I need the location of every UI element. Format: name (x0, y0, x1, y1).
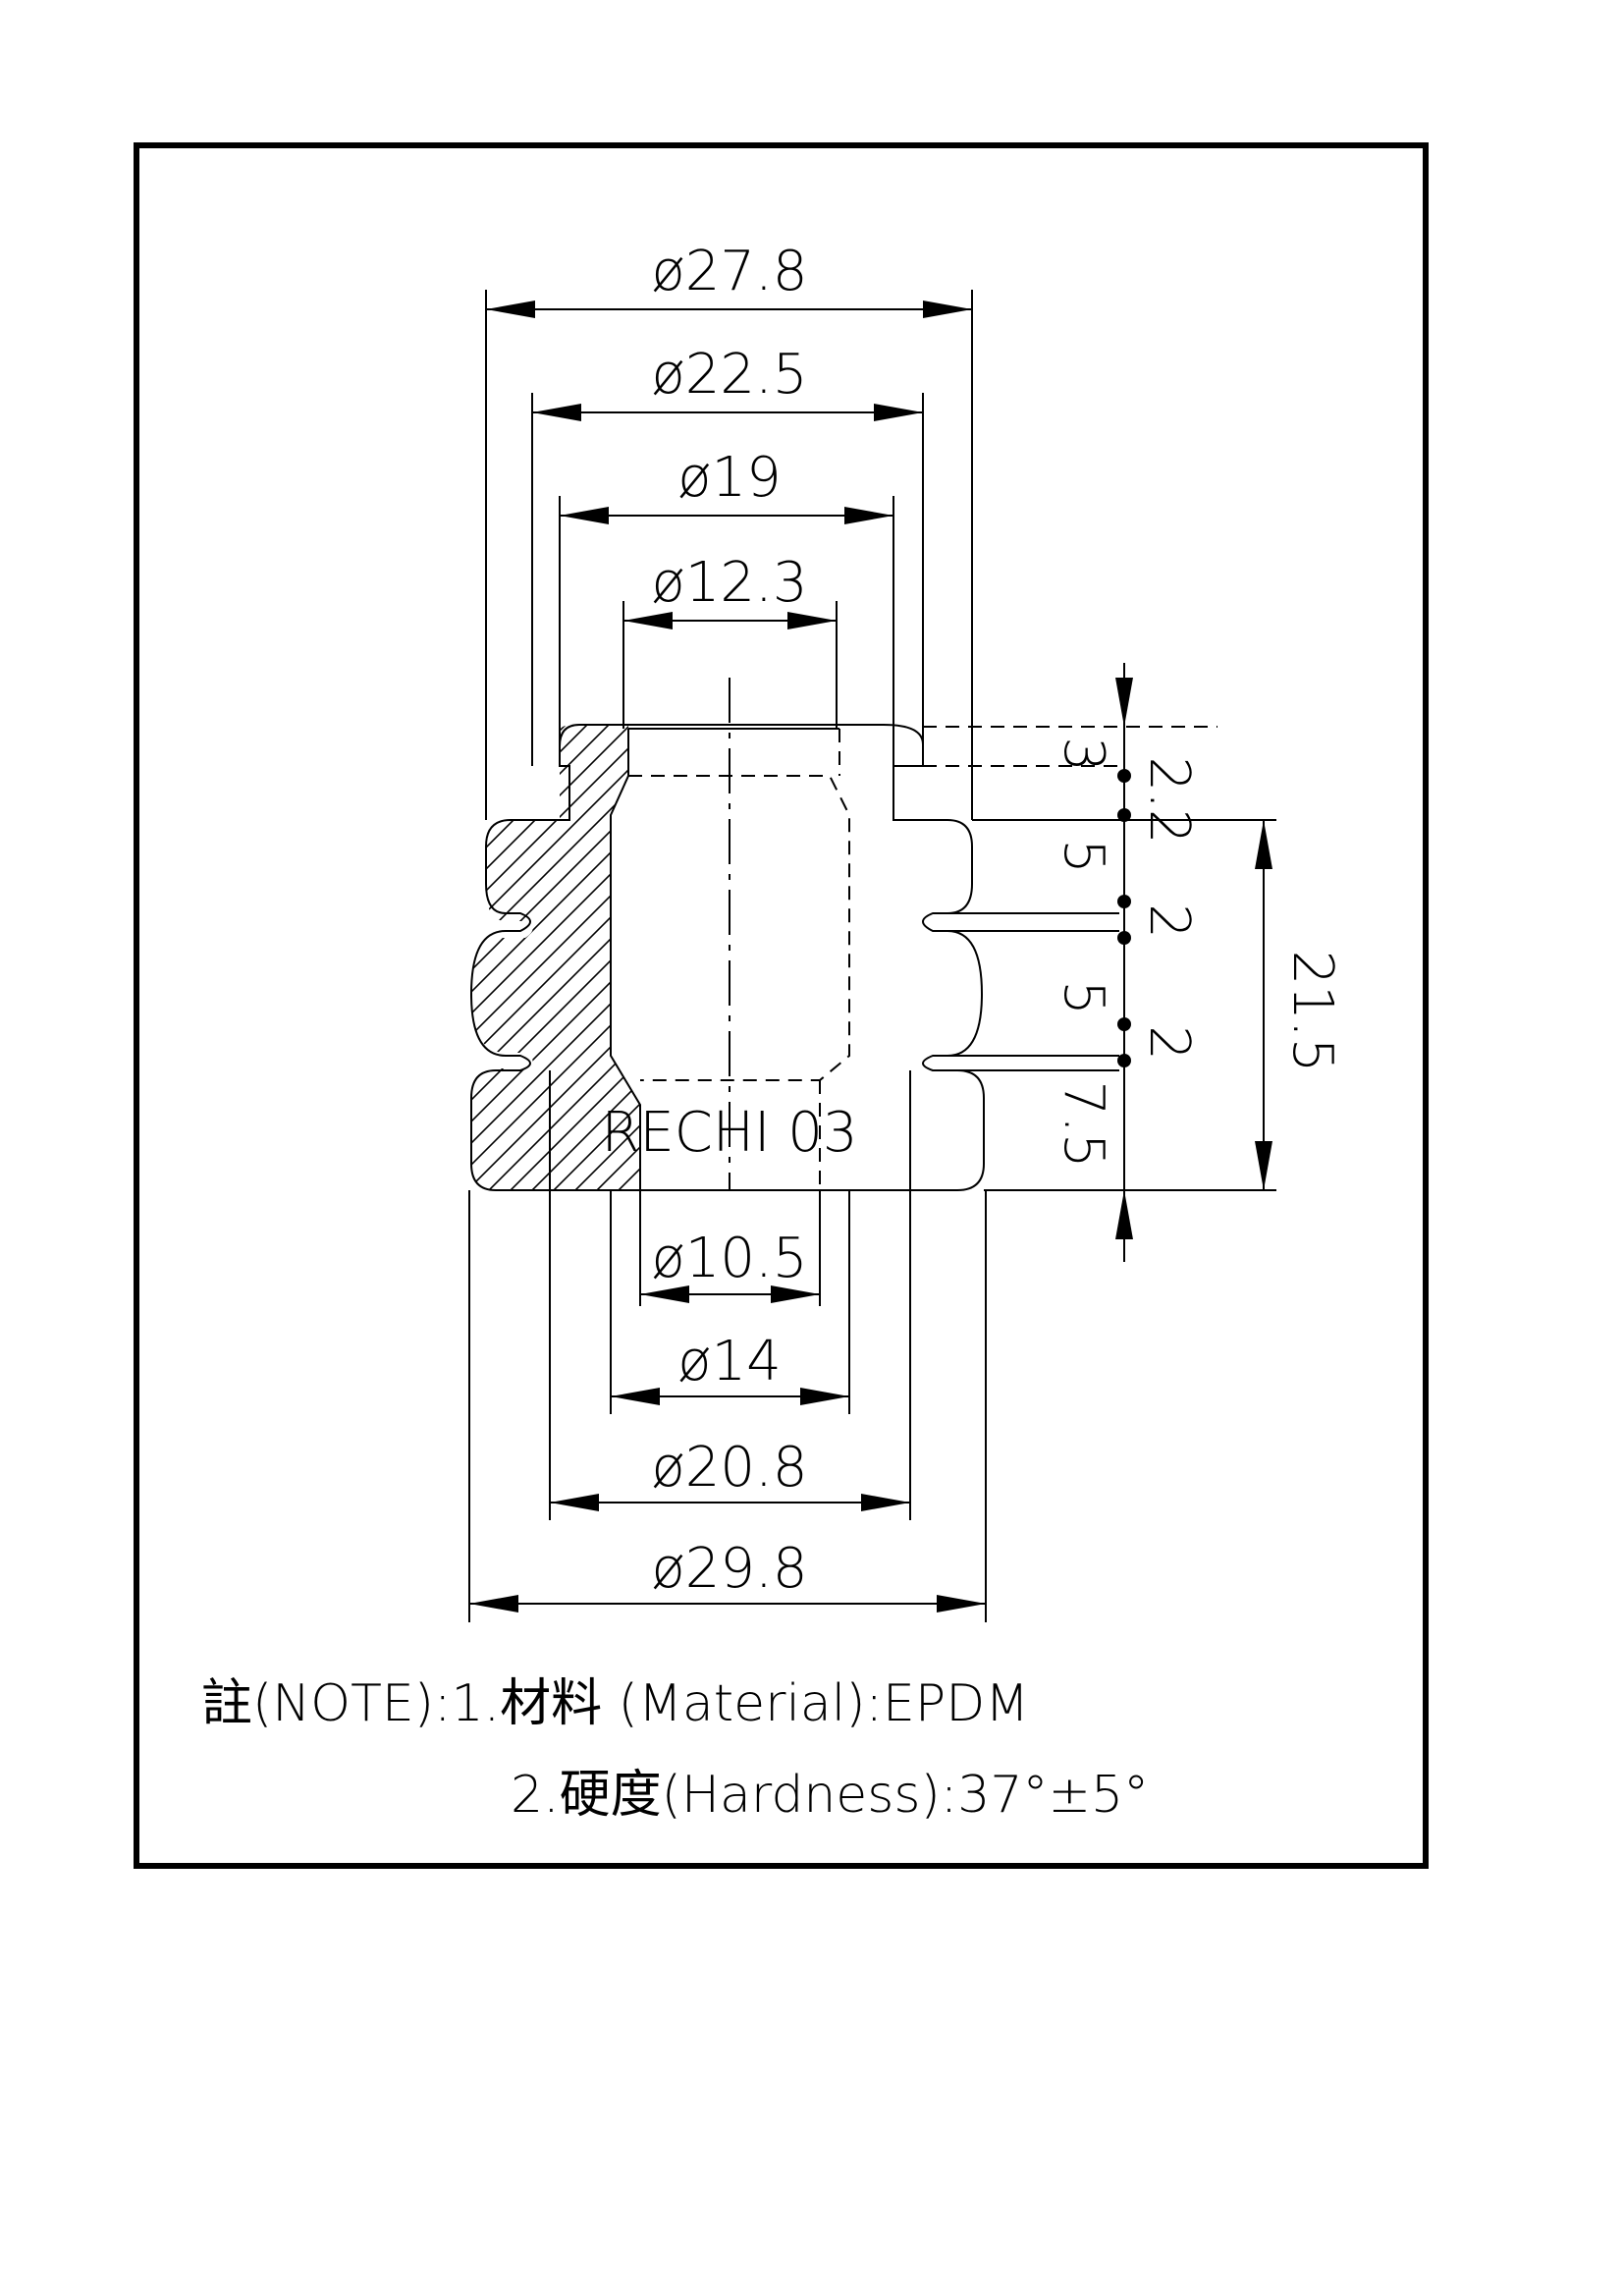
hatch-line (0, 717, 422, 1228)
hatch-line (471, 725, 510, 1190)
hatch-line (948, 717, 1459, 1228)
hatch-line (494, 725, 640, 1190)
vertical-dimensions (1115, 663, 1272, 1262)
dim-v-7-5: 7.5 (1052, 1080, 1115, 1168)
dim-v-5a: 5 (1052, 839, 1115, 874)
hatch-line (471, 725, 553, 1190)
hatch-line (471, 725, 640, 1190)
hatch-line (471, 725, 640, 1190)
hatch-line (471, 725, 618, 1190)
dim-d14: ø14 (677, 1330, 782, 1394)
hatch-line (0, 717, 314, 1228)
hatch-line (0, 717, 336, 1228)
hatch-line (471, 725, 640, 1190)
hatch-line (1143, 717, 1623, 1228)
dim-overall-height: 21.5 (1280, 951, 1344, 1073)
hatch-line (515, 725, 640, 1190)
hatch-line (471, 725, 488, 1190)
dim-d10-5: ø10.5 (652, 1227, 808, 1290)
hatch-line (0, 717, 444, 1228)
hatch-line (471, 725, 640, 1190)
note-line-2: 2.硬度(Hardness):37°±5° (511, 1766, 1149, 1825)
bottom-dimensions (468, 1070, 987, 1622)
dim-v-3: 3 (1052, 737, 1115, 772)
dim-d12-3: ø12.3 (652, 551, 808, 615)
hatch-line (0, 717, 379, 1228)
hatch-line (537, 725, 640, 1190)
part-label: RECHI 03 (601, 1101, 857, 1165)
dim-v-2-2: 2.2 (1137, 756, 1201, 844)
hatch-line (471, 725, 640, 1190)
hatch-line (471, 725, 640, 1190)
hatch-line (471, 725, 640, 1190)
dim-v-5b: 5 (1052, 980, 1115, 1015)
hatch-line (1164, 717, 1623, 1228)
hatch-line (471, 725, 531, 1190)
hatch-line (471, 725, 640, 1190)
dim-d22-5: ø22.5 (652, 343, 808, 407)
dim-d29-8: ø29.8 (652, 1537, 808, 1601)
dim-v-2a: 2 (1137, 903, 1201, 939)
hatch-line (970, 717, 1481, 1228)
hatch-line (0, 717, 357, 1228)
part-outline (469, 678, 1119, 1191)
dim-d19: ø19 (677, 446, 782, 510)
hatch-line (471, 725, 640, 1190)
dim-d20-8: ø20.8 (652, 1436, 808, 1500)
hatch-line (471, 725, 640, 1190)
hatch-line (0, 717, 465, 1228)
hatch-line (471, 725, 640, 1190)
hatch-line (472, 725, 640, 1190)
note-line-1: 註(NOTE):1.材料 (Material):EPDM (201, 1674, 1029, 1733)
hatch-line (0, 717, 401, 1228)
drawing-frame (134, 142, 1429, 1869)
hatch-line (471, 725, 639, 1190)
hatch-line (471, 725, 596, 1190)
top-dimensions (485, 290, 973, 820)
dim-v-2b: 2 (1137, 1025, 1201, 1061)
dim-d27-8: ø27.8 (652, 240, 808, 303)
